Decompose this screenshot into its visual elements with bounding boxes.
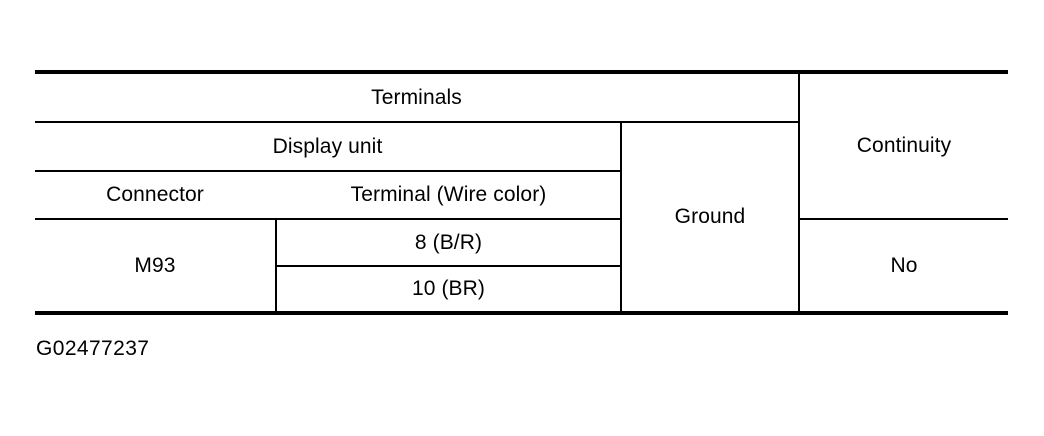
rule-under-connector-header [35, 218, 620, 220]
table-top-border [35, 70, 1008, 74]
rule-under-terminals [35, 121, 798, 123]
rule-under-display-unit [35, 170, 620, 172]
continuity-table: Terminals Display unit Connector Termina… [35, 70, 1008, 315]
cell-connector-m93: M93 [134, 253, 176, 277]
rule-under-continuity-header [798, 218, 1008, 220]
header-display-unit: Display unit [272, 134, 383, 158]
rule-between-terminal-rows [275, 265, 620, 267]
header-ground: Ground [674, 205, 746, 229]
header-continuity: Continuity [856, 134, 952, 158]
divider-connector-terminal [275, 218, 277, 313]
header-terminal-wire-color: Terminal (Wire color) [350, 183, 547, 207]
divider-terminal-ground [620, 121, 622, 313]
divider-ground-continuity [798, 70, 800, 313]
figure-caption: G02477237 [36, 337, 150, 360]
table-bottom-border [35, 311, 1008, 315]
cell-continuity-no: No [890, 253, 918, 277]
cell-terminal-row-2: 10 (BR) [411, 277, 486, 301]
cell-terminal-row-1: 8 (B/R) [414, 230, 483, 254]
header-terminals: Terminals [371, 85, 462, 109]
header-connector: Connector [106, 183, 204, 207]
